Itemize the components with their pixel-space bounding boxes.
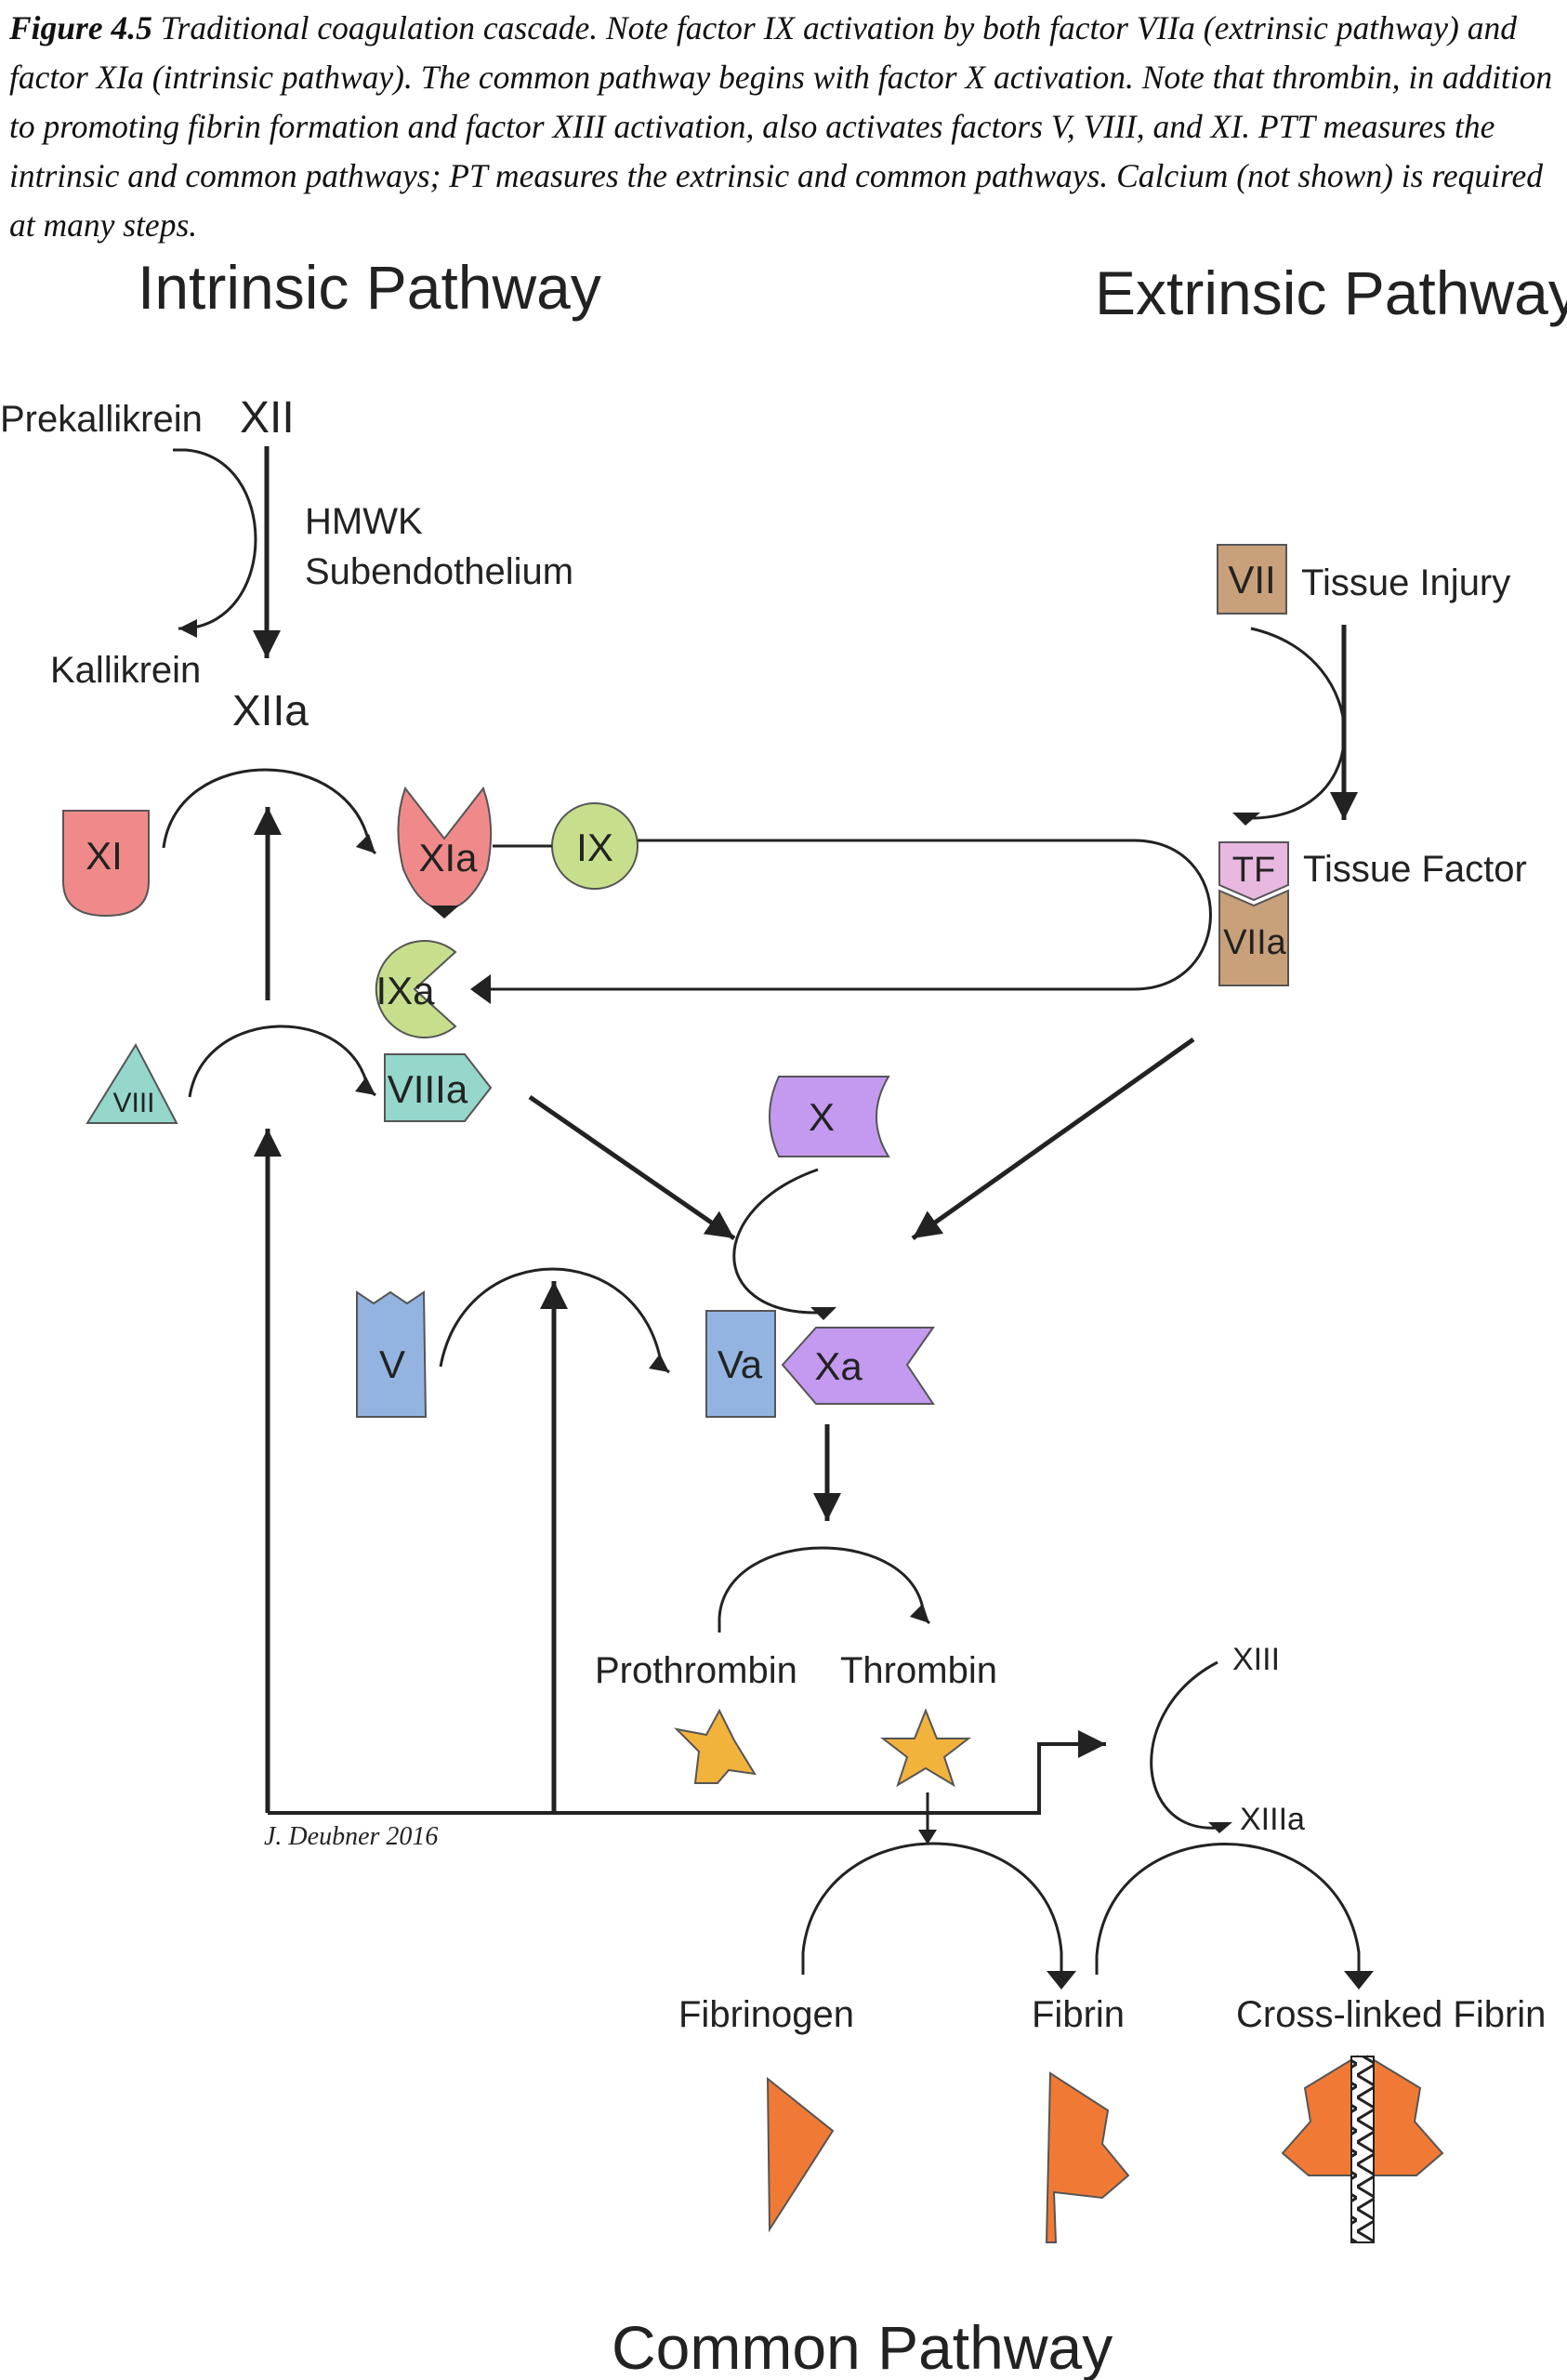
factor-ix-label: IX [576,826,613,869]
vii-to-viia-arrow [1245,627,1346,820]
viia-activates-ix-loop [483,839,1212,991]
factor-viii-label: VIII [112,1088,154,1118]
kallikrein-label: Kallikrein [50,650,201,691]
fibrin-arrowhead [1344,1971,1374,1990]
factor-viii-shape [86,1042,178,1124]
figure-caption: Figure 4.5 Traditional coagulation casca… [9,4,1561,250]
extrinsic-pathway-title: Extrinsic Pathway [1095,258,1567,327]
fibrinogen-arrowhead [1047,1971,1076,1990]
cross-linked-fibrin-left-shape [1281,2055,1358,2176]
factor-vii-label: VII [1228,558,1275,602]
cross-linked-fibrin-label: Cross-linked Fibrin [1236,1994,1546,2035]
factor-x-label: X [809,1095,835,1139]
factor-va-shape [705,1310,776,1418]
factor-xa-shape [781,1327,935,1405]
intrinsic-pathway-title: Intrinsic Pathway [138,253,601,322]
prothrombin-star-shape [674,1708,757,1784]
prekallikrein-label: Prekallikrein [0,399,203,440]
tissue-factor-tf-label: TF [1232,851,1275,890]
fibrinogen-label: Fibrinogen [678,1994,854,2035]
tissue-factor-shape [1218,841,1289,902]
prothrombin-to-thrombin-arrow [718,1546,931,1633]
thrombin-down-arrowhead [918,1830,937,1844]
fibrin-label: Fibrin [1032,1994,1125,2035]
tf-viia-to-x-arrow [911,1037,1195,1241]
xia-arrowhead [429,906,459,919]
author-signature: J. Deubner 2016 [264,1822,438,1851]
factor-xia-label: XIa [418,836,478,879]
factor-xii-label: XII [240,393,295,443]
factor-v-label: V [379,1342,405,1386]
factor-viia-shape [1218,889,1289,986]
factor-viia-label: VIIa [1223,923,1286,962]
factor-xiia-label: XIIa [232,686,309,734]
tissue-injury-label: Tissue Injury [1301,562,1510,603]
factor-xi-shape [62,810,150,918]
factor-ixa-label: IXa [375,969,435,1012]
factor-x-shape [769,1076,890,1157]
xi-to-xia-arrow [162,768,377,855]
thrombin-feedback-line [268,1730,1106,1815]
subendothelium-label: Subendothelium [305,551,573,592]
cross-linked-fibrin-right-shape [1367,2055,1444,2176]
viii-to-viiia-arrow [188,1025,376,1098]
figure-number: Figure 4.5 [9,9,152,46]
tissue-factor-label: Tissue Factor [1303,849,1527,890]
prothrombin-label: Prothrombin [595,1650,797,1691]
v-to-va-arrow [439,1267,670,1374]
cross-link-zigzag [1350,2056,1375,2243]
common-pathway-title: Common Pathway [612,2313,1113,2380]
factor-xi-label: XI [86,834,123,878]
factor-va-label: Va [718,1342,763,1386]
factor-v-shape [356,1290,428,1418]
x-arrowhead [810,1307,836,1320]
caption-text: Traditional coagulation cascade. Note fa… [9,9,1553,244]
factor-viiia-shape [384,1053,493,1122]
factor-xa-label: Xa [814,1344,863,1388]
factor-vii-shape [1217,544,1287,615]
thrombin-star-shape [880,1708,971,1788]
factor-ixa-shape [375,940,457,1038]
xiii-arrowhead [1208,1822,1232,1833]
factor-xiii-label: XIII [1232,1642,1280,1677]
xiii-to-xiiia-arrow [1150,1660,1221,1830]
x-to-xa-arrow [732,1168,822,1315]
fibrinogen-to-fibrin-arrow [801,1842,1063,1975]
factor-xiiia-label: XIIIa [1240,1802,1305,1837]
fibrin-to-crosslinked-arrow [1095,1843,1361,1975]
fibrin-shape [1045,2071,1130,2243]
viiia-ixa-to-x-arrow [528,1094,736,1241]
prekallikrein-to-kallikrein-arrow [173,448,257,638]
thrombin-label: Thrombin [840,1650,997,1691]
vii-arrowhead [1232,813,1260,826]
factor-viiia-label: VIIIa [388,1067,468,1111]
fibrinogen-shape [766,2076,835,2233]
ix-to-ixa-arrowhead [470,974,491,1004]
hmwk-label: HMWK [305,501,423,542]
